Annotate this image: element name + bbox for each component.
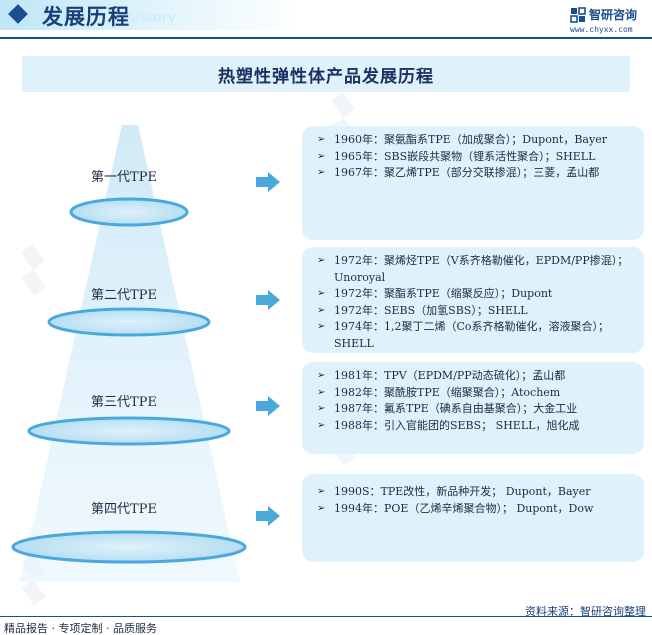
bullet-arrow-icon: ➢ [317, 486, 326, 497]
history-entry: ➢1972年：聚烯烃TPE（V系齐格勒催化，EPDM/PP掺混）；Unoroya… [317, 254, 629, 284]
page-title: 发展历程 [42, 4, 130, 29]
generation-label-1: 第一代TPE [91, 170, 157, 185]
history-entry: ➢1982年：聚酰胺TPE（缩聚聚合）；Atochem [315, 385, 632, 402]
source-note: 资料来源：智研咨询整理 [525, 605, 646, 618]
arrow-right-icon [256, 506, 280, 526]
bullet-arrow-icon: ➢ [317, 167, 326, 178]
header: history 发展历程 智研咨询 www.chyxx.com [0, 0, 652, 39]
bullet-arrow-icon: ➢ [317, 321, 326, 332]
arrow-right-icon [256, 396, 280, 416]
title-banner: 热塑性弹性体产品发展历程 [22, 56, 630, 92]
history-entry: ➢1990S：TPE改性，新品种开发； Dupont，Bayer [315, 484, 632, 501]
bullet-arrow-icon: ➢ [317, 134, 326, 145]
history-entry: ➢1965年：SBS嵌段共聚物（锂系活性聚合）；SHELL [315, 149, 632, 166]
arrow-right-icon [256, 172, 280, 192]
bullet-arrow-icon: ➢ [317, 255, 326, 266]
bullet-arrow-icon: ➢ [317, 403, 326, 414]
cone-disc-4 [11, 530, 247, 564]
header-bar [0, 0, 300, 30]
cone-disc-2 [47, 307, 211, 337]
bullet-arrow-icon: ➢ [317, 304, 326, 316]
bullet-arrow-icon: ➢ [317, 502, 326, 514]
brand-url: www.chyxx.com [570, 25, 633, 34]
generation-box-2: ➢1972年：聚烯烃TPE（V系齐格勒催化，EPDM/PP掺混）；Unoroya… [302, 247, 644, 353]
brand-name: 智研咨询 [589, 8, 638, 22]
chyxx-logo-icon [570, 7, 586, 23]
history-entry: ➢1960年：聚氨酯系TPE（加成聚合）；Dupont，Bayer [315, 132, 632, 149]
history-entry: ➢1981年：TPV（EPDM/PP动态硫化）；孟山都 [315, 368, 632, 385]
bullet-arrow-icon: ➢ [317, 419, 326, 431]
history-entry: ➢1987年：氟系TPE（碘系自由基聚合）；大金工业 [315, 401, 632, 418]
generation-label-4: 第四代TPE [91, 502, 157, 517]
header-divider [0, 37, 652, 39]
footer-divider [0, 616, 652, 617]
history-entry: ➢1967年：聚乙烯TPE（部分交联掺混）；三菱，孟山都 [315, 165, 632, 182]
generation-box-1: ➢1960年：聚氨酯系TPE（加成聚合）；Dupont，Bayer ➢1965年… [302, 126, 644, 240]
bullet-arrow-icon: ➢ [317, 386, 326, 398]
diagram-title: 热塑性弹性体产品发展历程 [218, 66, 434, 87]
generation-label-2: 第二代TPE [91, 288, 157, 303]
history-entry: ➢1988年：引入官能团的SEBS； SHELL，旭化成 [315, 418, 632, 435]
arrow-right-icon [256, 290, 280, 310]
brand-logo: 智研咨询 www.chyxx.com [570, 3, 650, 37]
cone-disc-3 [27, 416, 231, 446]
footer-slogan: 精品报告 · 专项定制 · 品质服务 [4, 622, 157, 635]
watermark-logo-icon: ▞ [10, 245, 57, 296]
cone-disc-1 [69, 197, 189, 227]
generation-box-4: ➢1990S：TPE改性，新品种开发； Dupont，Bayer ➢1994年：… [302, 474, 644, 562]
history-entry: ➢1972年：聚酯系TPE（缩聚反应）；Dupont [315, 286, 632, 303]
bullet-arrow-icon: ➢ [317, 370, 326, 381]
history-entry: ➢1972年：SEBS（加氢SBS）；SHELL [315, 303, 632, 320]
generation-box-3: ➢1981年：TPV（EPDM/PP动态硫化）；孟山都 ➢1982年：聚酰胺TP… [302, 362, 644, 454]
history-entry: ➢1994年：POE（乙烯辛烯聚合物）； Dupont，Dow [315, 501, 632, 518]
history-entry: ➢1974年：1,2聚丁二烯（Co系齐格勒催化，溶液聚合）；SHELL [317, 320, 610, 350]
generation-label-3: 第三代TPE [91, 395, 157, 410]
bullet-arrow-icon: ➢ [317, 288, 326, 299]
watermark-logo-icon: ▞ [10, 555, 57, 606]
bullet-arrow-icon: ➢ [317, 150, 326, 162]
header-watermark: history [126, 9, 177, 26]
